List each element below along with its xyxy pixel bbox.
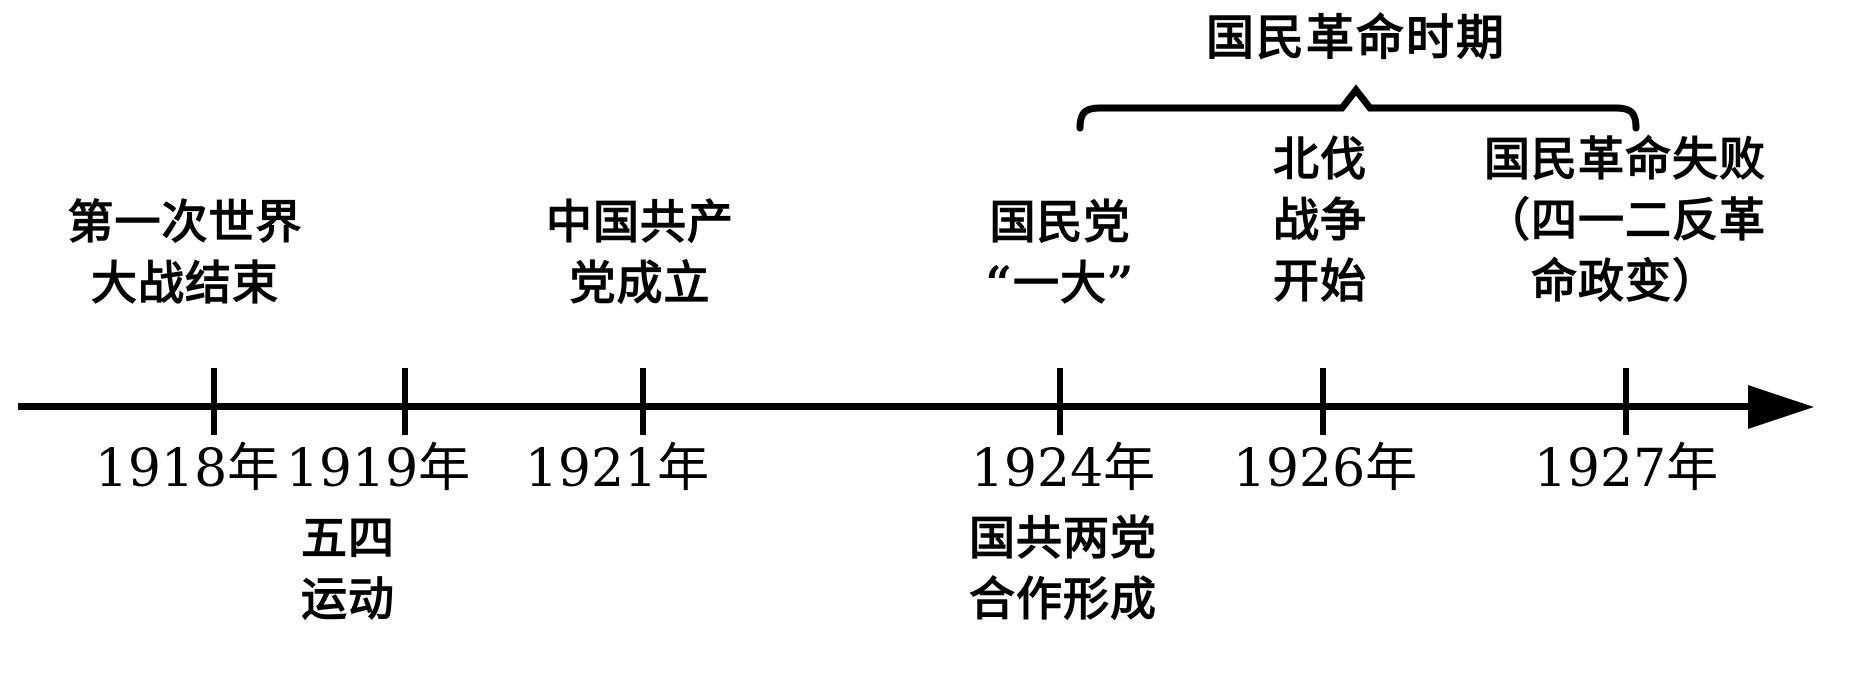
tick-1919 bbox=[402, 368, 408, 435]
event-label-above-1924: 国民党 “一大” bbox=[985, 195, 1135, 311]
event-label-above-1926: 北伐 战争 开始 bbox=[1273, 132, 1367, 309]
period-brace-icon bbox=[1076, 84, 1640, 132]
year-label-1926: 1926年 bbox=[1232, 439, 1418, 499]
year-label-1918: 1918年 bbox=[94, 439, 280, 499]
timeline-arrow-icon bbox=[1748, 385, 1814, 429]
event-label-below-1919: 五四 运动 bbox=[301, 511, 395, 627]
tick-1921 bbox=[640, 368, 646, 435]
tick-1918 bbox=[211, 368, 217, 435]
year-label-1919: 1919年 bbox=[285, 439, 471, 499]
event-label-below-1924: 国共两党 合作形成 bbox=[969, 511, 1157, 627]
tick-1927 bbox=[1623, 368, 1629, 435]
year-label-1921: 1921年 bbox=[524, 439, 710, 499]
timeline-axis bbox=[18, 403, 1796, 410]
event-label-above-1921: 中国共产 党成立 bbox=[546, 195, 734, 311]
year-label-1927: 1927年 bbox=[1533, 439, 1719, 499]
event-label-above-1918: 第一次世界 大战结束 bbox=[67, 195, 303, 311]
tick-1924 bbox=[1057, 368, 1063, 435]
event-label-above-1927: 国民革命失败 （四一二反革 命政变） bbox=[1484, 132, 1766, 309]
tick-1926 bbox=[1320, 368, 1326, 435]
period-bracket-title: 国民革命时期 bbox=[1205, 10, 1507, 66]
year-label-1924: 1924年 bbox=[970, 439, 1156, 499]
